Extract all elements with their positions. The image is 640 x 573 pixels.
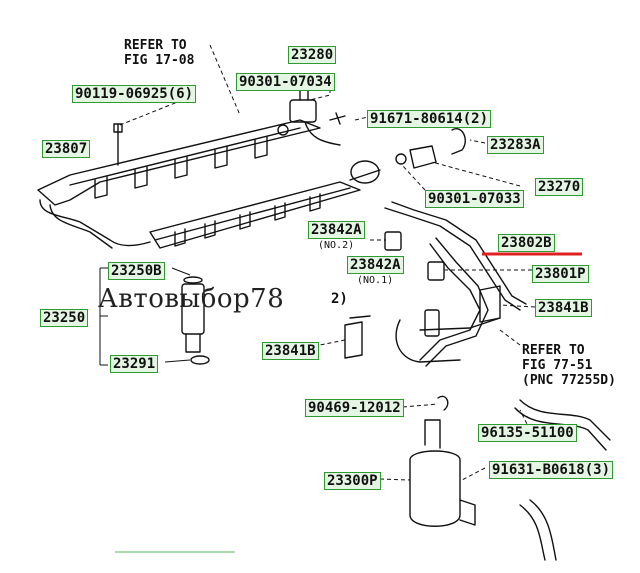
part-label-96135-51100: 96135-51100 (478, 424, 577, 442)
part-label-91671-80614: 91671-80614(2) (367, 110, 492, 128)
clamp-23842a-no1 (427, 261, 445, 281)
fuel-pump-23300p (409, 450, 461, 527)
pnc-text: (PNC 77255D) (522, 373, 616, 388)
bracket-23841b-right (479, 285, 501, 323)
part-label-23841b-left: 23841B (262, 342, 319, 360)
watermark-text: Автовыбор78 (98, 284, 285, 314)
crossover-pipe (39, 199, 151, 247)
part-label-23280: 23280 (288, 46, 337, 64)
injector-23250 (181, 283, 205, 335)
injector-mounts-lower (174, 193, 321, 247)
part-label-90301-07034: 90301-07034 (236, 73, 335, 91)
part-label-23300p: 23300P (324, 472, 381, 490)
part-label-90119-06925: 90119-06925(6) (72, 85, 197, 103)
pulsation-damper (350, 160, 380, 184)
injector-mounts-upper (94, 136, 268, 199)
part-label-23270: 23270 (535, 178, 584, 196)
part-label-partial: 2) (331, 291, 348, 307)
fuel-pipe-23802b (384, 207, 521, 311)
part-label-23842a-no1: 23842A (347, 256, 404, 274)
part-label-23841b-right: 23841B (535, 299, 592, 317)
fuel-rail-upper (37, 119, 321, 206)
clamp-23842a-no2 (384, 231, 402, 251)
fuel-pipe-23801p (419, 243, 481, 361)
part-label-23250: 23250 (40, 309, 89, 327)
part-label-90469-12012: 90469-12012 (305, 399, 404, 417)
part-label-23283a: 23283A (487, 136, 544, 154)
clip-23283a (451, 128, 466, 155)
refer-fig-text: FIG 17-08 (124, 53, 195, 68)
refer-fig-77-note: REFER TO FIG 77-51 (PNC 77255D) (522, 343, 616, 388)
part-label-23802b: 23802B (498, 234, 555, 252)
fuel-rail-lower (149, 181, 361, 249)
part-label-23807: 23807 (42, 140, 91, 158)
hose-96135 (519, 399, 611, 441)
part-label-91631-b0618: 91631-B0618(3) (489, 461, 614, 479)
bracket-23841b-left (344, 321, 363, 359)
part-note-no2: (NO.2) (318, 240, 355, 251)
part-label-23291: 23291 (110, 355, 159, 373)
part-label-23801p: 23801P (532, 265, 589, 283)
part-label-90301-07033: 90301-07033 (425, 190, 524, 208)
pressure-sensor (289, 99, 317, 123)
part-label-23250b: 23250B (108, 262, 165, 280)
bolt-90119 (113, 123, 123, 166)
valve-23270 (409, 145, 437, 169)
refer-to-text: REFER TO (124, 38, 187, 53)
part-note-no1: (NO.1) (357, 275, 394, 286)
refer-fig-17-note: REFER TO FIG 17-08 (124, 38, 194, 68)
refer-to-text-77: REFER TO (522, 343, 585, 358)
refer-fig-text-77: FIG 77-51 (522, 358, 593, 373)
part-label-23842a-no2: 23842A (308, 221, 365, 239)
